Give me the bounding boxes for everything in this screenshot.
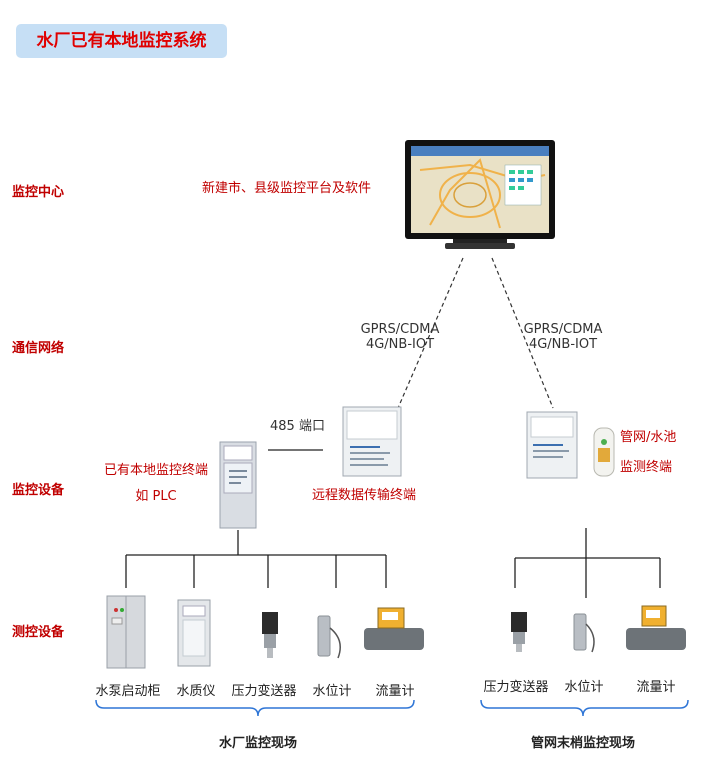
- rtu-label: 远程数据传输终端: [312, 488, 417, 503]
- plant-device-label: 水质仪: [176, 684, 216, 699]
- comm-left: GPRS/CDMA 4G/NB-IOT: [355, 322, 445, 352]
- row-label-measure: 测控设备: [12, 625, 65, 640]
- level-meter-icon: [317, 615, 341, 659]
- local-terminal-line2: 如 PLC: [135, 489, 177, 504]
- pump-cabinet-icon: [106, 595, 146, 669]
- network-device-label: 流量计: [636, 680, 676, 695]
- network-bracket: [480, 699, 689, 717]
- water-quality-cabinet-icon: [177, 599, 211, 667]
- network-site-label: 管网末梢监控现场: [530, 736, 635, 751]
- comm-right-line1: GPRS/CDMA: [523, 322, 603, 337]
- port-label: 485 端口: [270, 419, 325, 434]
- comm-right-line2: 4G/NB-IOT: [528, 337, 598, 352]
- local-terminal: 已有本地监控终端 如 PLC: [96, 458, 216, 510]
- pipe-terminal-line1: 管网/水池: [620, 430, 677, 445]
- center-note: 新建市、县级监控平台及软件: [202, 181, 372, 196]
- comm-left-line1: GPRS/CDMA: [360, 322, 440, 337]
- title-box: 水厂已有本地监控系统: [16, 24, 227, 58]
- monitor-icon: [405, 140, 555, 249]
- plant-bracket: [95, 699, 415, 717]
- plant-site-label: 水厂监控现场: [218, 736, 297, 751]
- flow-meter-icon-2: [626, 605, 686, 650]
- row-label-center: 监控中心: [12, 185, 65, 200]
- plant-device-label: 水泵启动柜: [95, 684, 161, 699]
- row-label-network: 通信网络: [12, 341, 65, 356]
- pipe-terminal-icon: [526, 411, 615, 479]
- plant-device-label: 流量计: [375, 684, 415, 699]
- local-terminal-line1: 已有本地监控终端: [103, 463, 208, 478]
- pressure-transmitter-icon-2: [511, 612, 527, 652]
- comm-left-line2: 4G/NB-IOT: [365, 337, 435, 352]
- row-label-devices: 监控设备: [12, 483, 65, 498]
- pipe-terminal: 管网/水池 监测终端: [620, 423, 676, 483]
- network-device-label: 压力变送器: [483, 680, 549, 695]
- rtu-box-icon: [342, 406, 402, 477]
- plant-device-label: 水位计: [312, 684, 352, 699]
- level-meter-icon-2: [573, 613, 595, 653]
- plc-cabinet-icon: [219, 441, 257, 529]
- network-device-label: 水位计: [564, 680, 604, 695]
- plant-device-label: 压力变送器: [231, 684, 297, 699]
- pipe-terminal-line2: 监测终端: [620, 460, 673, 475]
- flow-meter-icon: [364, 607, 424, 650]
- diagram-title: 水厂已有本地监控系统: [36, 31, 207, 51]
- pressure-transmitter-icon: [262, 612, 278, 658]
- comm-right: GPRS/CDMA 4G/NB-IOT: [518, 322, 608, 352]
